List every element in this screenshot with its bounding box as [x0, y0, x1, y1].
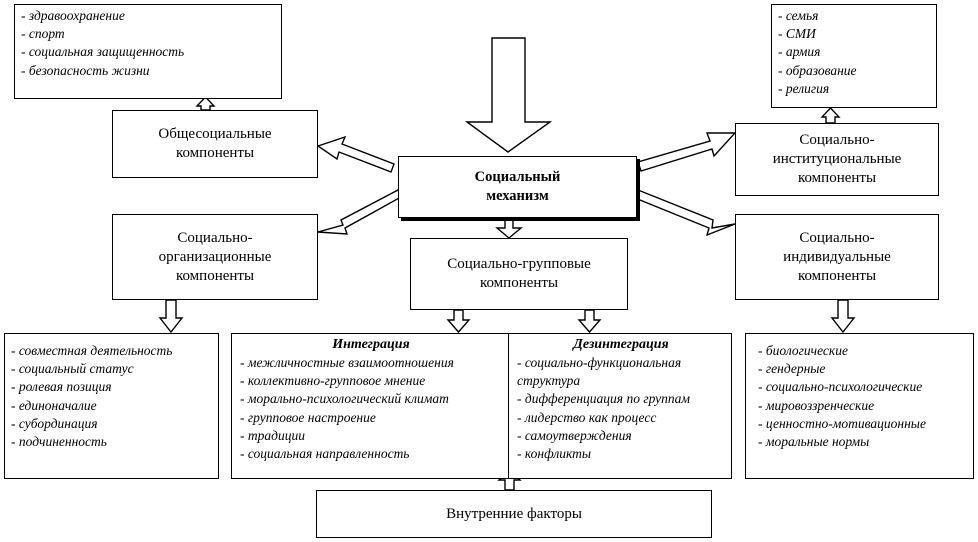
individual-list-box: - биологические - гендерные - социально-… — [745, 333, 974, 479]
arrow-center-group — [495, 217, 523, 239]
institutional-label-line1: Социально- — [799, 132, 875, 148]
list-item: - социально-функциональная — [517, 355, 682, 370]
list-item: - армия — [778, 44, 821, 60]
list-item: - групповое настроение — [240, 409, 376, 425]
arrow-center-organizational — [317, 189, 402, 235]
list-item: - совместная деятельность — [11, 343, 173, 358]
individual-label-line2: индивидуальные — [783, 248, 891, 265]
organizational-label-line2: организационные — [158, 248, 272, 265]
list-item: - семья — [778, 8, 819, 23]
integration-box: Интеграция - межличностные взаимоотношен… — [231, 333, 509, 479]
list-item: - морально-психологический климат — [240, 391, 449, 407]
arrow-group-down-left — [446, 309, 471, 334]
input-arrow — [464, 37, 553, 153]
list-item: - социальная направленность — [240, 446, 410, 462]
internal-factors-box: Внутренние факторы — [316, 490, 712, 538]
list-item: - гендерные — [758, 361, 826, 377]
list-item: - ценностно-мотивационные — [758, 415, 926, 431]
arrow-general-up — [195, 95, 216, 111]
internal-factors-label: Внутренние факторы — [446, 505, 582, 522]
group-components-box: Социально-групповые компоненты — [410, 238, 628, 310]
individual-label-line1: Социально- — [799, 229, 875, 246]
organizational-label-line1: Социально- — [177, 229, 253, 246]
arrow-individual-down — [830, 299, 856, 334]
general-components-box: Общесоциальные компоненты — [112, 110, 318, 178]
list-item: - коллективно-групповое мнение — [240, 373, 426, 389]
list-item: - подчиненность — [11, 434, 107, 450]
list-item: - безопасность жизни — [21, 62, 150, 78]
integration-title: Интеграция — [332, 337, 410, 352]
list-item: - конфликты — [517, 446, 592, 462]
general-label-line2: компоненты — [175, 145, 255, 161]
list-item: - биологические — [758, 343, 848, 358]
list-item: - межличностные взаимоотношения — [240, 355, 454, 370]
list-item: - традиции — [240, 427, 305, 443]
arrow-center-individual — [634, 189, 736, 237]
center-label-line2: механизм — [486, 188, 549, 204]
institutional-components-box: Социально- институциональные компоненты — [735, 123, 939, 196]
individual-label-line3: компоненты — [797, 267, 877, 284]
group-label-line2: компоненты — [479, 275, 559, 291]
organizational-label-line3: компоненты — [175, 267, 255, 284]
disintegration-title: Дезинтеграция — [573, 337, 669, 352]
arrow-center-general — [316, 135, 395, 173]
list-item: - здравоохранение — [21, 8, 125, 23]
social-mechanism-box: Социальный механизм — [398, 156, 637, 218]
institutional-list-box: - семья - СМИ - армия - образование - ре… — [771, 4, 937, 108]
list-item: - религия — [778, 80, 830, 96]
disintegration-box: Дезинтеграция - социально-функциональная… — [508, 333, 732, 479]
list-item: - лидерство как процесс — [517, 409, 657, 425]
organizational-list-box: - совместная деятельность - социальный с… — [4, 333, 219, 479]
list-item: - дифференциация по группам — [517, 391, 691, 407]
list-item: - самоутверждения — [517, 427, 632, 443]
arrow-group-down-right — [577, 309, 602, 334]
arrow-institutional-up — [820, 106, 841, 124]
group-label-line1: Социально-групповые — [447, 256, 591, 272]
arrow-center-institutional — [637, 132, 737, 172]
organizational-components-box: Социально- организационные компоненты — [112, 214, 318, 300]
list-item: - социально-психологические — [758, 379, 923, 395]
institutional-label-line2: институциональные — [772, 151, 902, 167]
center-label-line1: Социальный — [474, 169, 561, 185]
list-item: - моральные нормы — [758, 434, 870, 450]
list-item: - СМИ — [778, 26, 816, 42]
institutional-label-line3: компоненты — [797, 170, 877, 186]
list-item: - мировоззренческие — [758, 397, 875, 413]
list-item: - образование — [778, 62, 857, 78]
list-item: - субординация — [11, 415, 98, 431]
general-label-line1: Общесоциальные — [158, 126, 272, 142]
list-item: - ролевая позиция — [11, 379, 112, 395]
arrow-organizational-down — [158, 299, 184, 334]
list-item: - социальный статус — [11, 361, 134, 377]
list-item: структура — [517, 373, 581, 389]
list-item: - единоначалие — [11, 397, 97, 413]
list-item: - социальная защищенность — [21, 44, 185, 60]
general-list-box: - здравоохранение - спорт - социальная з… — [14, 4, 282, 99]
individual-components-box: Социально- индивидуальные компоненты — [735, 214, 939, 300]
list-item: - спорт — [21, 26, 65, 42]
